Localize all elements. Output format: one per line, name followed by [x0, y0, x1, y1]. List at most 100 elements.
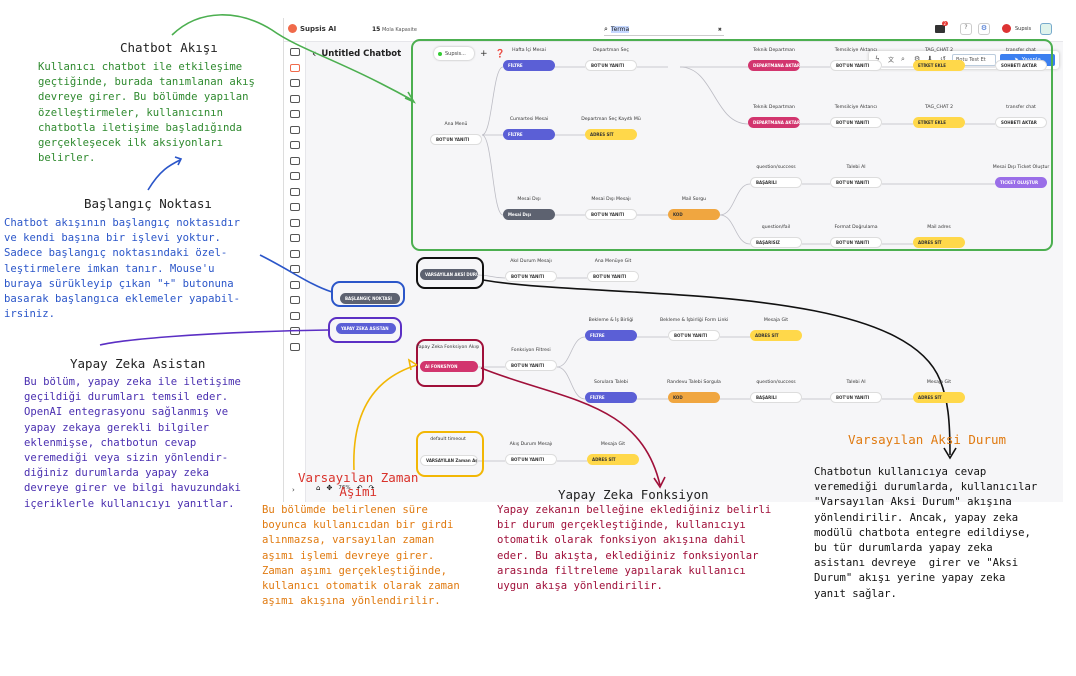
node-hafta-ici[interactable]: FİLTRE: [503, 60, 555, 71]
apps-icon[interactable]: [290, 280, 300, 289]
node-bekleme-form[interactable]: BOT'UN YANITI: [668, 330, 720, 341]
node-bekleme[interactable]: FİLTRE: [585, 330, 637, 341]
annotation-start-title: Başlangıç Noktası: [84, 196, 212, 211]
mail-alt-icon[interactable]: [290, 125, 300, 134]
function-node-highlight: [416, 339, 484, 387]
ai-badge-icon[interactable]: [1040, 23, 1052, 35]
tag-icon[interactable]: [290, 172, 300, 180]
node-talebi-al-2[interactable]: BOT'UN YANITI: [830, 392, 882, 403]
default-response-node[interactable]: VARSAYILAN AKSİ DURUM: [420, 269, 478, 280]
node-ana-menu-git[interactable]: BOT'UN YANITI: [587, 271, 639, 282]
node-mesaj-git-2[interactable]: ADRES SİT: [913, 392, 965, 403]
node-ana-menu[interactable]: BOT'UN YANITI: [430, 134, 482, 145]
help-circle-icon[interactable]: ❓: [495, 49, 505, 58]
mail-icon[interactable]: [935, 25, 945, 33]
node-ana-menu-caption: Ana Menü: [444, 122, 468, 127]
node-teknik-2[interactable]: DEPARTMANA AKTAR: [748, 117, 800, 128]
node-mesaja-git-3[interactable]: ADRES SİT: [587, 454, 639, 465]
share-icon[interactable]: [290, 311, 300, 320]
node-mesaja-git-3-caption: Mesaja Git: [600, 442, 626, 447]
settings-icon[interactable]: ⚙: [978, 23, 990, 35]
node-mail-adres[interactable]: ADRES SİT: [913, 237, 965, 248]
node-transfer-2[interactable]: SOHBETİ AKTAR: [995, 117, 1047, 128]
download-icon[interactable]: ⬇: [927, 55, 933, 63]
node-randevu[interactable]: KOD: [668, 392, 720, 403]
document-icon[interactable]: [290, 156, 300, 165]
node-dept-sec[interactable]: BOT'UN YANITI: [585, 60, 637, 71]
grid-icon[interactable]: [290, 94, 300, 103]
node-mesai-mesaj[interactable]: BOT'UN YANITI: [585, 209, 637, 220]
ai-assistant-node[interactable]: YAPAY ZEKA ASISTAN: [336, 323, 396, 334]
settings-icon[interactable]: ⚙: [914, 55, 921, 63]
bot-icon[interactable]: [290, 63, 300, 72]
search-box[interactable]: ⌕ Terma ✖: [604, 24, 724, 36]
undo-icon[interactable]: ↶: [356, 484, 363, 492]
node-ticket[interactable]: TICKET OLUŞTUR: [995, 177, 1047, 188]
node-mail-sorgu[interactable]: KOD: [668, 209, 720, 220]
search-clear-icon[interactable]: ✖: [717, 26, 722, 33]
mail-icon[interactable]: [290, 110, 300, 118]
node-sorulara[interactable]: FİLTRE: [585, 392, 637, 403]
node-mesaj-git-2-caption: Mesaja Git: [926, 380, 952, 385]
help-icon[interactable]: ?: [960, 23, 972, 35]
node-transfer-2-caption: transfer chat: [1006, 105, 1036, 110]
translate-icon[interactable]: 文: [888, 57, 895, 64]
node-format-caption: Format Doğrulama: [834, 225, 878, 230]
node-tag-2[interactable]: ETİKET EKLE: [913, 117, 965, 128]
megaphone-icon[interactable]: [290, 79, 300, 87]
brand-logo[interactable]: Supsis AI: [288, 24, 336, 33]
node-akis-durum[interactable]: BOT'UN YANITI: [505, 271, 557, 282]
contacts-icon[interactable]: [290, 234, 300, 242]
node-sorulara-caption: Sorulara Talebi: [594, 380, 628, 385]
add-node-icon[interactable]: +: [480, 49, 488, 59]
status-pill[interactable]: Supsis...: [434, 47, 474, 60]
server-icon[interactable]: [290, 203, 300, 211]
redo-icon[interactable]: ↷: [368, 484, 375, 492]
node-mesaj-git[interactable]: ADRES SİT: [750, 330, 802, 341]
start-node[interactable]: BAŞLANGIÇ NOKTASI: [340, 293, 400, 304]
node-fonk-filtresi[interactable]: BOT'UN YANITI: [505, 360, 557, 371]
node-temsilci-1[interactable]: BOT'UN YANITI: [830, 60, 882, 71]
help-icon[interactable]: [290, 342, 300, 351]
settings-icon[interactable]: [290, 296, 300, 304]
node-temsilci-2[interactable]: BOT'UN YANITI: [830, 117, 882, 128]
expand-rail-icon[interactable]: ›: [292, 486, 295, 494]
bolt-icon[interactable]: ϟ: [875, 55, 880, 63]
user-name[interactable]: Supsis: [1015, 26, 1032, 32]
inbox-icon[interactable]: [290, 218, 300, 227]
node-transfer-1[interactable]: SOHBETİ AKTAR: [995, 60, 1047, 71]
node-teknik-1[interactable]: DEPARTMANA AKTAR: [748, 60, 800, 71]
calendar-icon[interactable]: [290, 141, 300, 149]
home-icon[interactable]: ⌂: [316, 484, 321, 492]
node-bekleme-caption: Bekleme & İş Birliği: [588, 318, 634, 323]
node-talebi-al[interactable]: BOT'UN YANITI: [830, 177, 882, 188]
node-akis-durum-2[interactable]: BOT'UN YANITI: [505, 454, 557, 465]
search-input[interactable]: Terma: [610, 26, 630, 33]
annotation-function-body: Yapay zekanın belleğine eklediğiniz beli…: [497, 504, 772, 593]
user-avatar[interactable]: [1002, 24, 1011, 33]
move-icon[interactable]: ✥: [326, 484, 333, 492]
notification-badge: 2: [942, 21, 948, 26]
lightning-icon[interactable]: [290, 265, 300, 273]
chat-icon[interactable]: [290, 48, 300, 56]
search-icon[interactable]: ⌕: [901, 55, 905, 63]
node-q-success[interactable]: BAŞARILI: [750, 177, 802, 188]
back-chevron-icon[interactable]: ‹: [312, 47, 317, 60]
history-icon[interactable]: ↺: [940, 55, 946, 63]
node-format[interactable]: BOT'UN YANITI: [830, 237, 882, 248]
link-icon[interactable]: [290, 249, 300, 258]
node-ticket-caption: Mesai Dışı Ticket Oluştur: [992, 165, 1050, 170]
list-icon[interactable]: [290, 187, 300, 196]
node-mesai-disi[interactable]: Mesai Dışı: [503, 209, 555, 220]
zoom-controls: ⌂ ✥ 76% ↶ ↷: [316, 484, 374, 492]
chatbot-flow-highlight: [411, 39, 1053, 251]
node-cumartesi[interactable]: FİLTRE: [503, 129, 555, 140]
function-arrow: [480, 367, 661, 486]
node-q-success-2[interactable]: BAŞARILI: [750, 392, 802, 403]
node-q-fail[interactable]: BAŞARISIZ: [750, 237, 802, 248]
timeout-node[interactable]: VARSAYILAN Zaman Aşımı: [420, 455, 478, 466]
status-dot-icon: [438, 51, 442, 56]
node-dept-kayit[interactable]: ADRES SİT: [585, 129, 637, 140]
ai-function-node[interactable]: AI FONKSİYON: [420, 361, 478, 372]
node-tag-1[interactable]: ETİKET EKLE: [913, 60, 965, 71]
